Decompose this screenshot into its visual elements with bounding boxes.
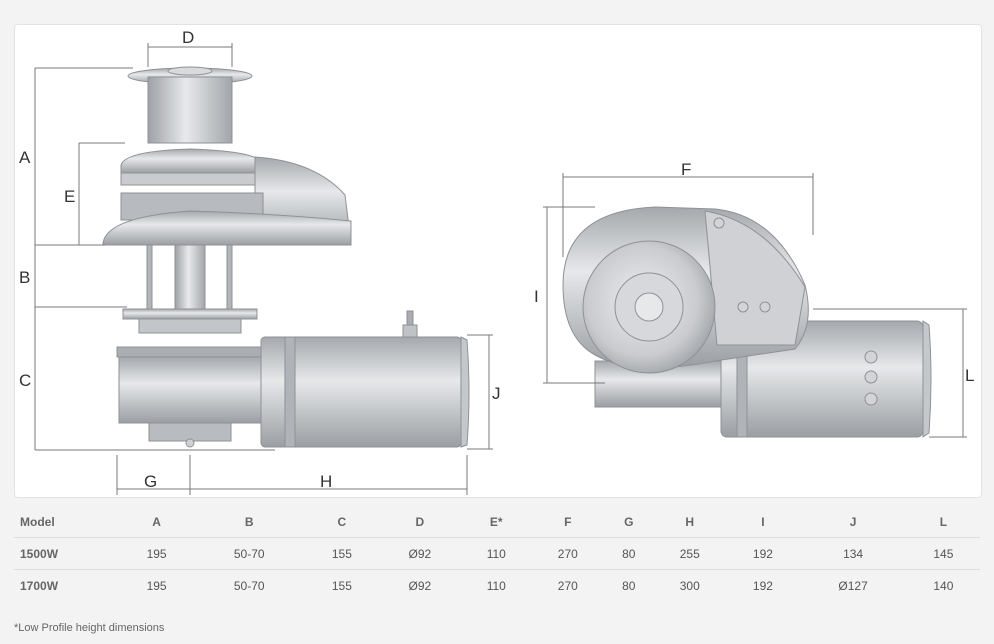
table-cell: 110 <box>486 578 506 593</box>
table-cell: 192 <box>752 578 773 593</box>
table-cell: Ø92 <box>408 578 432 593</box>
dimension-label-i: I <box>534 287 539 306</box>
table-cell: 155 <box>331 578 352 593</box>
winch-side-view <box>102 66 470 448</box>
dimension-label-h: H <box>320 472 332 491</box>
column-header: I <box>726 506 800 538</box>
table-cell: 145 <box>906 537 980 570</box>
table-cell: 195 <box>146 578 167 593</box>
table-cell: 255 <box>653 537 727 570</box>
column-header: G <box>604 506 654 538</box>
table-cell: 80 <box>604 537 654 570</box>
table-cell: 110 <box>461 537 532 570</box>
column-header: A <box>120 506 194 538</box>
winch-top-view <box>562 206 932 438</box>
dimension-label-a: A <box>19 148 31 167</box>
table-cell: Ø92 <box>378 537 462 570</box>
dimension-label-j: J <box>492 384 501 403</box>
column-header: L <box>906 506 980 538</box>
dimension-label-g: G <box>144 472 157 491</box>
table-cell: 80 <box>622 578 636 593</box>
column-header: E* <box>461 506 532 538</box>
table-cell: 155 <box>305 537 379 570</box>
table-cell: 270 <box>557 578 578 593</box>
dimension-label-c: C <box>19 371 31 390</box>
table-cell: 270 <box>531 537 605 570</box>
dimension-label-e: E <box>64 187 75 206</box>
dimension-label-d: D <box>182 28 194 47</box>
column-header: H <box>653 506 727 538</box>
column-header: F <box>531 506 605 538</box>
table-cell: 192 <box>726 537 800 570</box>
column-header: D <box>378 506 462 538</box>
table-cell: 195 <box>120 537 194 570</box>
footnote: *Low Profile height dimensions <box>14 622 165 634</box>
column-header: C <box>305 506 379 538</box>
table-cell: 140 <box>933 578 954 593</box>
dimension-label-f: F <box>681 160 691 179</box>
winch-diagram-panel: A B C D E G H J <box>14 24 982 498</box>
table-row: 1700W 195 50-70 155 Ø92 110 270 80 300 1… <box>14 570 980 602</box>
dimensions-table: Model A B C D E* F G H I J L 1500W 195 5… <box>14 506 980 601</box>
table-cell: 50-70 <box>233 578 265 593</box>
model-cell: 1500W <box>14 537 120 570</box>
table-row: 1500W 195 50-70 155 Ø92 110 270 80 255 1… <box>14 537 980 570</box>
side-view-dimension-lines <box>34 43 493 495</box>
winch-diagram: A B C D E G H J <box>19 28 974 495</box>
table-cell: 300 <box>679 578 700 593</box>
table-cell: 50-70 <box>193 537 306 570</box>
table-cell: 134 <box>799 537 907 570</box>
model-cell: 1700W <box>20 578 59 593</box>
table-cell: Ø127 <box>838 578 868 593</box>
column-header: J <box>799 506 907 538</box>
column-header: Model <box>14 506 120 538</box>
column-header: B <box>193 506 306 538</box>
dimension-label-l: L <box>965 366 974 385</box>
top-view-dimension-lines <box>543 173 967 438</box>
dimension-label-b: B <box>19 268 30 287</box>
table-header-row: Model A B C D E* F G H I J L <box>14 506 980 538</box>
